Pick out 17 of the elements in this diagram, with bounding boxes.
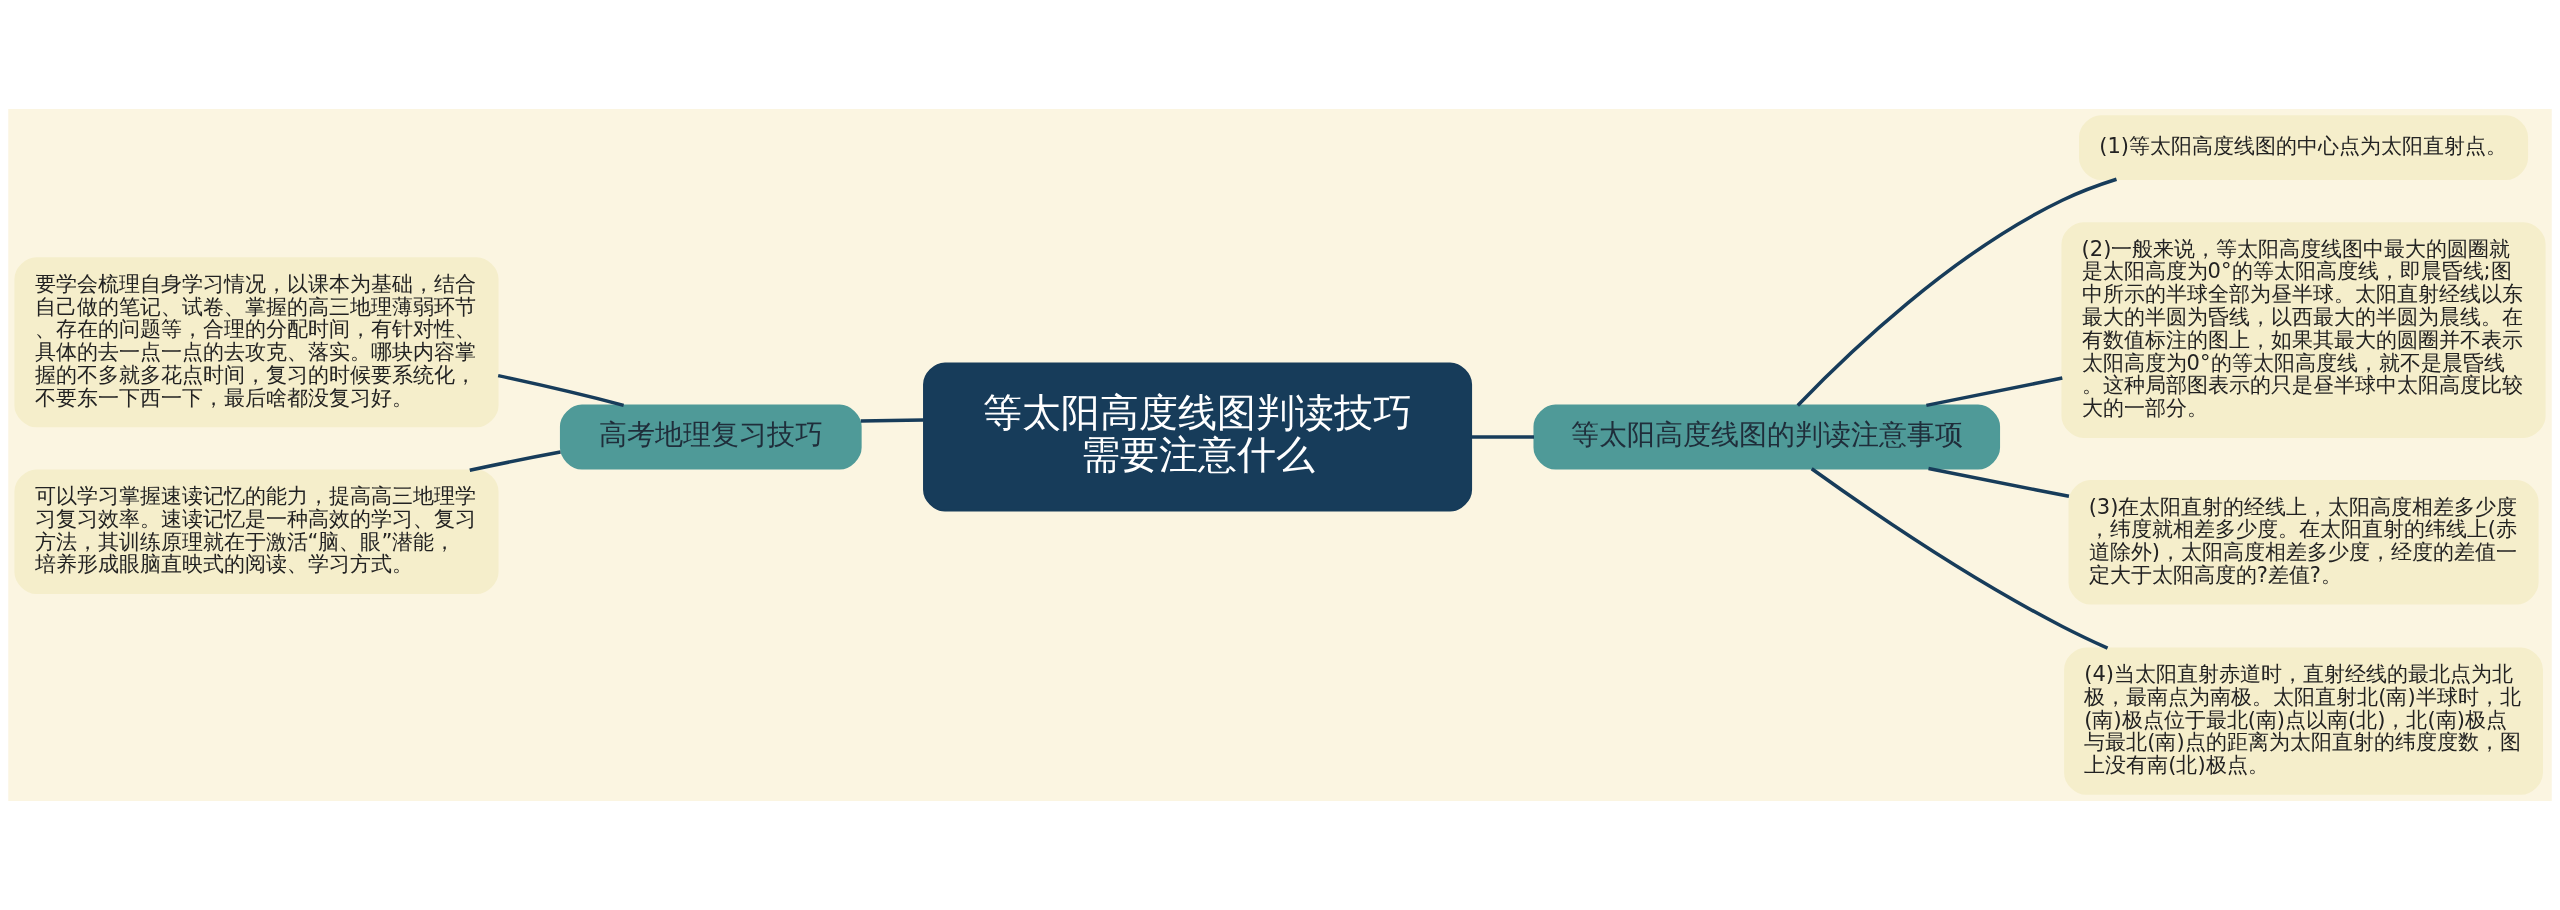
connector	[1810, 467, 2109, 650]
node-box: 要学会梳理自身学习情况，以课本为基础，结合自己做的笔记、试卷、掌握的高三地理薄弱环节、存在的问题等，合理的分配时间，有针对性、具体的去一点一点的去攻克、落实。哪块内容掌握的不多就多花点时间，复习的时候要系统化，不要东一下西一下，最后啥都没复习好。	[14, 257, 499, 428]
node-box: (1)等太阳高度线图的中心点为太阳直射点。	[2079, 115, 2529, 181]
node-box: 可以学习掌握速读记忆的能力，提高高三地理学习复习效率。速读记忆是一种高效的学习、复习方法，其训练原理就在于激活“脑、眼”潜能，培养形成眼脑直映式的阅读、学习方式。	[14, 469, 499, 594]
connector	[469, 450, 561, 472]
node-box: 高考地理复习技巧	[559, 404, 862, 470]
connector	[497, 373, 625, 407]
connector	[1471, 435, 1534, 439]
node-box: (2)一般来说，等太阳高度线图中最大的圆圈就是太阳高度为0°的等太阳高度线，即晨昏线;图中所示的半球全部为昼半球。太阳直射经线以东最大的半圆为昏线，以西最大的半圆为晨线。在有数值标注的图上，如果其最大的圆圈并不表示太阳高度为0°的等太阳高度线，就不是晨昏线。这种局部图表示的只是昼半球中太阳高度比较大的一部分。	[2061, 222, 2546, 438]
node-box: (4)当太阳直射赤道时，直射经线的最北点为北极，最南点为南极。太阳直射北(南)半球时，北(南)极点位于最北(南)点以南(北)，北(南)极点与最北(南)点的距离为太阳直射的纬度度数，图上没有南(北)极点。	[2064, 647, 2543, 795]
connector	[860, 418, 924, 423]
node-box: 等太阳高度线图判读技巧需要注意什么	[923, 362, 1473, 512]
connector	[1926, 376, 2063, 408]
node-box: 等太阳高度线图的判读注意事项	[1533, 404, 2001, 470]
connector	[1928, 466, 2070, 499]
connector	[1796, 177, 2118, 407]
node-box: (3)在太阳直射的经线上，太阳高度相差多少度，纬度就相差多少度。在太阳直射的纬线上(赤道除外)，太阳高度相差多少度，经度的差值一定大于太阳高度的?差值?。	[2068, 480, 2539, 605]
